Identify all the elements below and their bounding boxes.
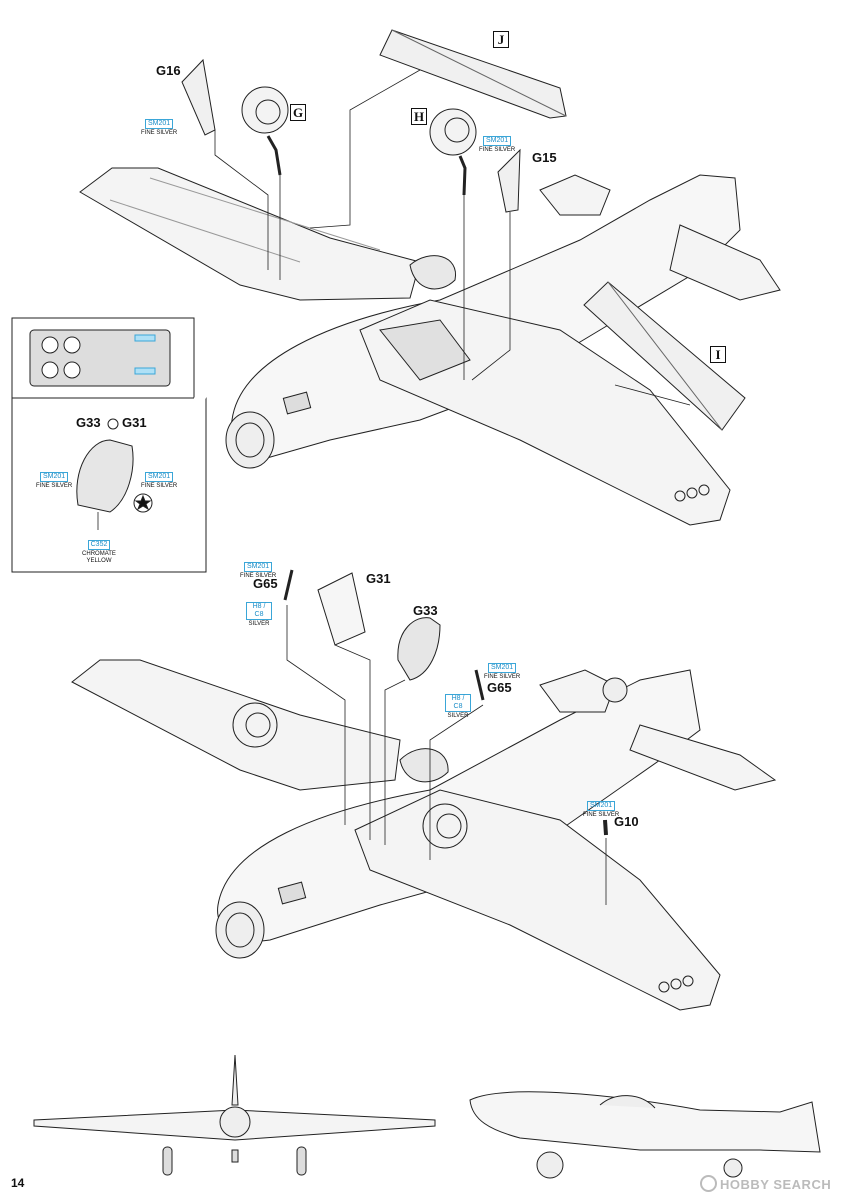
part-g10	[603, 819, 608, 836]
side-view	[469, 1091, 821, 1179]
upper-aircraft	[79, 167, 781, 526]
label-g15: G15	[532, 150, 557, 165]
label-g31-lower: G31	[366, 571, 391, 586]
door-part-g33	[397, 617, 441, 681]
label-g16: G16	[156, 63, 181, 78]
strut-g65-right	[474, 669, 485, 701]
box-i: I	[710, 346, 726, 363]
wheel-assembly-g	[241, 86, 289, 176]
page-number: 14	[11, 1176, 25, 1190]
watermark-logo-icon	[700, 1175, 717, 1192]
door-part-j	[379, 29, 567, 119]
paint-callout: SM201 FINE SILVER	[583, 801, 620, 818]
label-g33-lower: G33	[413, 603, 438, 618]
strut-cover-g15	[497, 148, 521, 213]
label-g33: G33	[76, 415, 101, 430]
strut-g65-left	[283, 569, 294, 601]
box-j: J	[493, 31, 509, 48]
paint-callout: SM201 FINE SILVER	[141, 472, 178, 489]
box-h: H	[411, 108, 427, 125]
label-g31: G31	[122, 415, 147, 430]
label-g10: G10	[614, 814, 639, 829]
paint-callout: SM201 FINE SILVER	[36, 472, 73, 489]
paint-callout: SM201 FINE SILVER	[141, 119, 178, 136]
paint-callout: H8 / C8 SILVER	[246, 602, 272, 628]
strut-cover-g16	[181, 58, 216, 136]
paint-callout: SM201 FINE SILVER	[240, 562, 277, 579]
paint-callout: C352 CHROMATE YELLOW	[82, 540, 116, 564]
paint-callout: SM201 FINE SILVER	[479, 136, 516, 153]
door-part-g31	[317, 572, 366, 646]
paint-callout: SM201 FINE SILVER	[484, 663, 521, 680]
label-g65-right: G65	[487, 680, 512, 695]
label-g65-left: G65	[253, 576, 278, 591]
paint-callout: H8 / C8 SILVER	[445, 694, 471, 720]
box-g: G	[290, 104, 306, 121]
front-view	[33, 1054, 436, 1176]
lower-aircraft	[71, 659, 777, 1011]
wheel-assembly-h	[429, 108, 477, 196]
watermark: HOBBY SEARCH	[700, 1175, 831, 1192]
